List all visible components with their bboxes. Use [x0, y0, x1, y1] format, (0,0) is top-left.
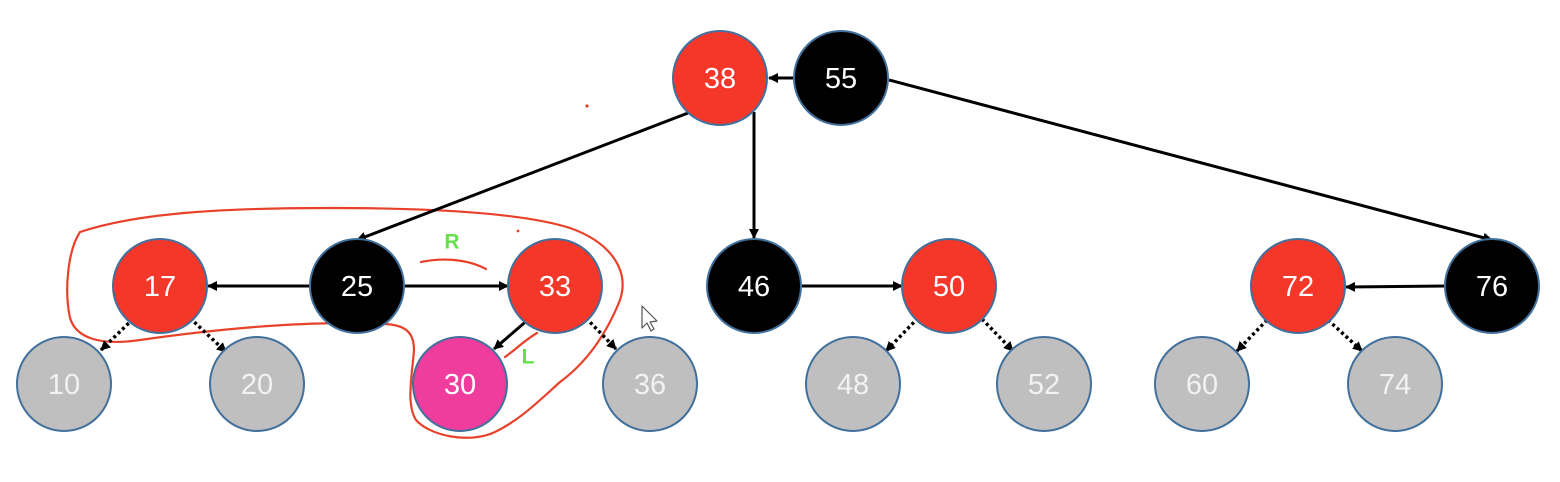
node-circle-30	[412, 336, 508, 432]
node-circle-17	[112, 238, 208, 334]
edge-38-to-25	[356, 111, 689, 242]
node-46: 46	[706, 238, 802, 334]
node-label-55: 55	[825, 63, 857, 95]
rotation-label-r: R	[444, 231, 459, 254]
node-circle-76	[1444, 238, 1540, 334]
annotation-dot	[516, 229, 520, 233]
node-label-30: 30	[444, 369, 476, 401]
node-label-48: 48	[837, 369, 869, 401]
node-25: 25	[309, 238, 405, 334]
node-circle-74	[1347, 336, 1443, 432]
node-label-60: 60	[1186, 369, 1218, 401]
edge-33-to-36	[584, 316, 618, 351]
rotation-label-l: L	[522, 346, 535, 369]
edge-76-to-72	[1345, 281, 1447, 292]
node-label-33: 33	[539, 271, 571, 303]
node-label-38: 38	[704, 63, 736, 95]
handwritten-annotations	[66, 104, 624, 439]
edge-33-to-30	[493, 316, 531, 351]
node-circle-20	[209, 336, 305, 432]
node-20: 20	[209, 336, 305, 432]
annotation-l-stroke	[503, 331, 539, 359]
node-36: 36	[602, 336, 698, 432]
node-60: 60	[1154, 336, 1250, 432]
node-circle-55	[793, 30, 889, 126]
node-72: 72	[1250, 238, 1346, 334]
edge-50-to-48	[884, 316, 920, 353]
node-33: 33	[507, 238, 603, 334]
node-label-50: 50	[933, 271, 965, 303]
node-circle-46	[706, 238, 802, 334]
node-10: 10	[16, 336, 112, 432]
annotation-r-stroke	[419, 258, 488, 271]
annotation-lasso	[66, 206, 624, 439]
node-circle-72	[1250, 238, 1346, 334]
node-label-20: 20	[241, 369, 273, 401]
node-circle-50	[901, 238, 997, 334]
annotation-dot	[585, 104, 589, 108]
edge-72-to-74	[1326, 318, 1364, 353]
edge-17-to-20	[188, 316, 228, 354]
tree-nodes: 38 55 17 25 33 46 50 72 76 10 20 30 36 48 52 60 74	[16, 30, 1540, 432]
node-17: 17	[112, 238, 208, 334]
node-circle-60	[1154, 336, 1250, 432]
node-label-17: 17	[144, 271, 176, 303]
node-52: 52	[996, 336, 1092, 432]
node-circle-10	[16, 336, 112, 432]
node-38: 38	[672, 30, 768, 126]
node-circle-52	[996, 336, 1092, 432]
node-48: 48	[805, 336, 901, 432]
tree-edges	[99, 73, 1493, 354]
node-label-36: 36	[634, 369, 666, 401]
node-label-25: 25	[341, 271, 373, 303]
node-circle-25	[309, 238, 405, 334]
node-label-52: 52	[1028, 369, 1060, 401]
node-55: 55	[793, 30, 889, 126]
edge-55-to-76	[888, 78, 1493, 243]
node-76: 76	[1444, 238, 1540, 334]
node-label-74: 74	[1379, 369, 1411, 401]
edge-17-to-10	[99, 317, 135, 352]
node-label-10: 10	[48, 369, 80, 401]
node-50: 50	[901, 238, 997, 334]
mouse-cursor-icon	[641, 305, 658, 332]
node-74: 74	[1347, 336, 1443, 432]
edge-50-to-52	[980, 317, 1015, 353]
node-30: 30	[412, 336, 508, 432]
node-label-46: 46	[738, 271, 770, 303]
node-label-72: 72	[1282, 271, 1314, 303]
node-label-76: 76	[1476, 271, 1508, 303]
edge-72-to-60	[1235, 318, 1269, 353]
node-circle-33	[507, 238, 603, 334]
node-circle-38	[672, 30, 768, 126]
node-circle-48	[805, 336, 901, 432]
node-circle-36	[602, 336, 698, 432]
